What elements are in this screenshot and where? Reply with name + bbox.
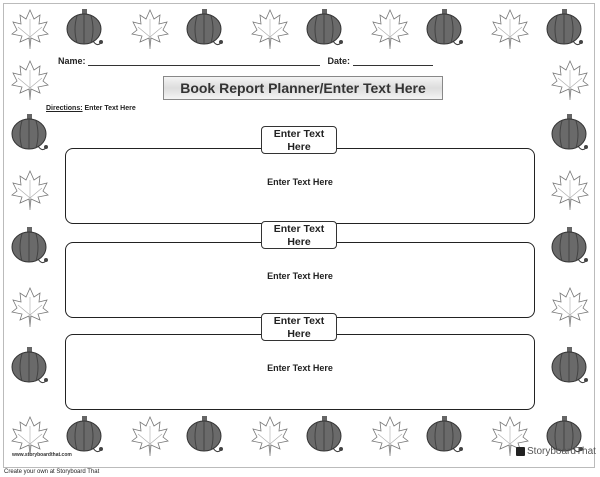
directions-label: Directions:	[46, 105, 83, 112]
pumpkin-icon	[550, 345, 590, 389]
section-body: Enter Text Here	[267, 177, 333, 187]
logo-icon	[516, 447, 525, 456]
date-label: Date:	[327, 56, 351, 66]
pumpkin-icon	[65, 414, 105, 458]
section-heading-1: Enter Text Here	[261, 126, 337, 154]
section-body: Enter Text Here	[267, 271, 333, 281]
name-date-row: Name: Date:	[58, 56, 433, 66]
logo-text: StoryboardThat	[527, 446, 596, 457]
pumpkin-icon	[10, 345, 50, 389]
section-box-2: Enter Text Here	[65, 242, 535, 318]
footer-link[interactable]: Create your own at Storyboard That	[4, 469, 100, 475]
maple-leaf-icon	[370, 7, 410, 51]
directions: Directions: Enter Text Here	[46, 105, 136, 112]
pumpkin-icon	[545, 414, 585, 458]
pumpkin-icon	[10, 112, 50, 156]
pumpkin-icon	[185, 7, 225, 51]
section-heading-3: Enter Text Here	[261, 313, 337, 341]
date-field[interactable]	[352, 65, 433, 66]
section-heading-2: Enter Text Here	[261, 221, 337, 249]
maple-leaf-icon	[10, 58, 50, 102]
pumpkin-icon	[65, 7, 105, 51]
maple-leaf-icon	[550, 58, 590, 102]
maple-leaf-icon	[10, 414, 50, 458]
maple-leaf-icon	[10, 168, 50, 212]
title-banner: Book Report Planner/Enter Text Here	[163, 76, 443, 100]
worksheet-frame	[3, 3, 595, 468]
pumpkin-icon	[10, 225, 50, 269]
maple-leaf-icon	[10, 285, 50, 329]
section-body: Enter Text Here	[267, 363, 333, 373]
maple-leaf-icon	[490, 7, 530, 51]
maple-leaf-icon	[130, 414, 170, 458]
name-field[interactable]	[88, 65, 321, 66]
watermark: www.storyboardthat.com	[12, 452, 72, 458]
name-label: Name:	[58, 56, 86, 66]
pumpkin-icon	[425, 7, 465, 51]
maple-leaf-icon	[550, 168, 590, 212]
pumpkin-icon	[305, 7, 345, 51]
maple-leaf-icon	[550, 285, 590, 329]
pumpkin-icon	[550, 112, 590, 156]
pumpkin-icon	[185, 414, 225, 458]
pumpkin-icon	[305, 414, 345, 458]
maple-leaf-icon	[250, 7, 290, 51]
pumpkin-icon	[545, 7, 585, 51]
maple-leaf-icon	[490, 414, 530, 458]
section-box-3: Enter Text Here	[65, 334, 535, 410]
maple-leaf-icon	[250, 414, 290, 458]
maple-leaf-icon	[130, 7, 170, 51]
pumpkin-icon	[550, 225, 590, 269]
maple-leaf-icon	[370, 414, 410, 458]
storyboardthat-logo: StoryboardThat	[516, 446, 596, 457]
section-box-1: Enter Text Here	[65, 148, 535, 224]
directions-text: Enter Text Here	[84, 105, 136, 112]
pumpkin-icon	[425, 414, 465, 458]
maple-leaf-icon	[10, 7, 50, 51]
